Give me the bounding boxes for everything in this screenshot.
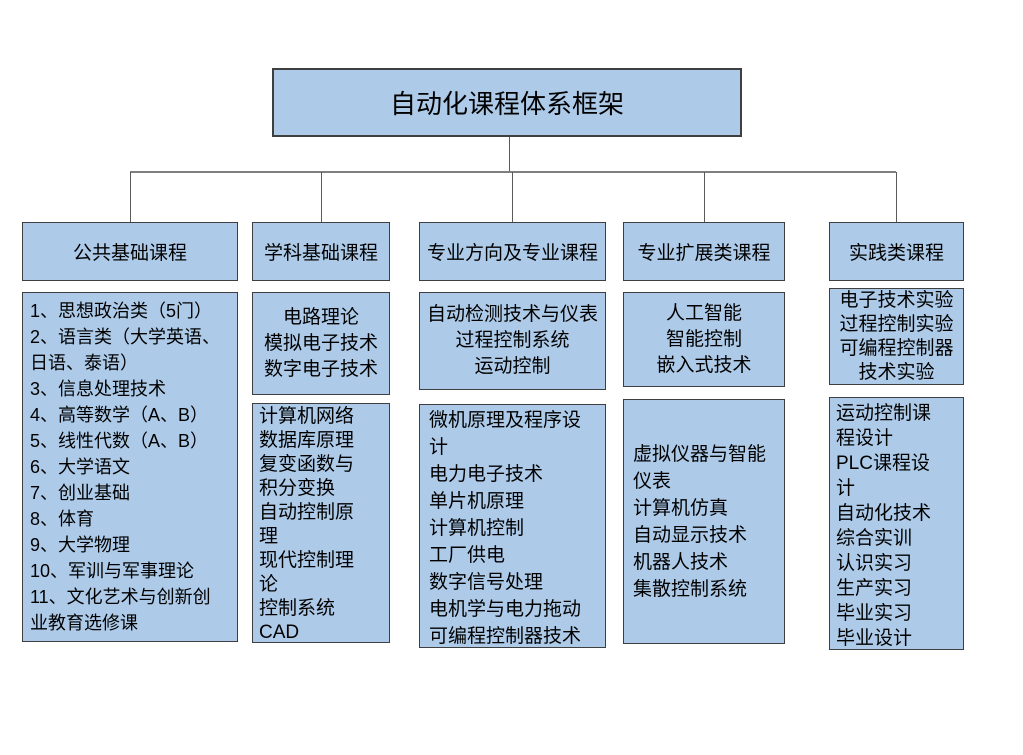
- category-label: 实践类课程: [848, 243, 944, 264]
- course-item: 数字电子技术: [263, 358, 378, 380]
- course-item: 复变函数与 积分变换: [259, 454, 355, 499]
- course-item: 集散控制系统: [633, 578, 748, 600]
- course-item: 计算机控制: [429, 518, 525, 539]
- category-box-public-basic: 公共基础课程: [22, 222, 238, 281]
- course-item: 7、创业基础: [30, 483, 131, 503]
- course-item: 电机学与电力拖动: [429, 599, 582, 620]
- course-item: 工厂供电: [429, 545, 506, 566]
- course-item: 自动检测技术与仪表: [426, 304, 598, 325]
- course-item: 毕业实习: [836, 603, 913, 624]
- course-item: 8、体育: [30, 509, 95, 529]
- course-item: 毕业设计: [836, 628, 913, 649]
- course-item: 模拟电子技术: [263, 332, 378, 354]
- course-item: 单片机原理: [429, 491, 525, 512]
- category-box-major-extension: 专业扩展类课程: [623, 222, 785, 281]
- course-item: 认识实习: [836, 553, 913, 574]
- course-item: 过程控制系统: [455, 330, 570, 351]
- course-item: 数字信号处理: [429, 572, 544, 593]
- course-list-discipline-extended: 计算机网络数据库原理复变函数与 积分变换自动控制原 理现代控制理 论控制系统 C…: [252, 403, 390, 643]
- connector-horizontal-bus: [130, 171, 896, 173]
- course-item: 2、语言类（大学英语、 日语、泰语）: [30, 327, 221, 373]
- course-item: 自动化技术 综合实训: [836, 503, 932, 549]
- course-item: 可编程控制器技术: [429, 626, 582, 647]
- course-list-major-courses: 微机原理及程序设 计电力电子技术单片机原理计算机控制工厂供电数字信号处理电机学与…: [419, 404, 606, 648]
- course-item: 5、线性代数（A、B）: [30, 431, 209, 451]
- course-item: 9、大学物理: [30, 535, 131, 555]
- category-box-major-direction: 专业方向及专业课程: [419, 222, 606, 281]
- connector-drop-column-4: [704, 172, 705, 222]
- connector-drop-column-2: [321, 172, 322, 222]
- connector-root-vertical: [509, 137, 510, 172]
- course-item: 机器人技术: [633, 551, 729, 573]
- connector-drop-column-5: [896, 172, 897, 222]
- category-label: 学科基础课程: [263, 243, 378, 264]
- course-item: 生产实习: [836, 578, 913, 599]
- course-item: 自动控制原 理: [259, 502, 355, 547]
- course-item: 运动控制: [474, 356, 551, 377]
- connector-drop-column-3: [512, 172, 513, 222]
- course-item: 智能控制: [665, 328, 742, 350]
- course-item: 现代控制理 论: [259, 550, 355, 595]
- connector-drop-column-1: [130, 172, 131, 222]
- course-list-public-basic: 1、思想政治类（5门） 2、语言类（大学英语、 日语、泰语） 3、信息处理技术 4、高…: [22, 292, 238, 642]
- course-item: 电力电子技术: [429, 464, 544, 485]
- course-list-extension-courses: 虚拟仪器与智能 仪表计算机仿真自动显示技术机器人技术集散控制系统: [623, 399, 785, 644]
- course-list-practice-labs: 电子技术实验过程控制实验可编程控制器 技术实验: [829, 288, 964, 385]
- course-item: 数据库原理: [259, 430, 355, 451]
- course-item: 嵌入式技术: [656, 354, 752, 376]
- course-list-extension-core: 人工智能智能控制嵌入式技术: [623, 292, 785, 387]
- course-item: 10、军训与军事理论: [30, 561, 195, 581]
- category-box-practice: 实践类课程: [829, 222, 964, 281]
- diagram-title: 自动化课程体系框架: [389, 89, 624, 119]
- course-item: 电子技术实验: [839, 289, 954, 311]
- course-list-discipline-core: 电路理论模拟电子技术数字电子技术: [252, 292, 390, 395]
- category-box-discipline-basic: 学科基础课程: [252, 222, 390, 281]
- course-item: 虚拟仪器与智能 仪表: [633, 443, 767, 492]
- category-label: 专业扩展类课程: [637, 243, 771, 264]
- course-list-major-core: 自动检测技术与仪表过程控制系统运动控制: [419, 292, 606, 390]
- root-title-box: 自动化课程体系框架: [272, 68, 742, 137]
- course-item: 自动显示技术: [633, 524, 748, 546]
- course-item: 过程控制实验: [839, 313, 954, 335]
- course-item: 3、信息处理技术: [30, 379, 167, 399]
- course-item: 6、大学语文: [30, 457, 131, 477]
- course-item: 计算机仿真: [633, 497, 729, 519]
- course-item: 可编程控制器 技术实验: [839, 337, 954, 383]
- course-item: 微机原理及程序设 计: [429, 410, 582, 458]
- course-item: 运动控制课 程设计: [836, 403, 932, 449]
- course-item: 人工智能: [665, 302, 742, 324]
- category-label: 专业方向及专业课程: [426, 243, 598, 264]
- course-item: 电路理论: [282, 306, 359, 328]
- course-item: 控制系统 CAD: [259, 598, 336, 643]
- category-label: 公共基础课程: [72, 243, 187, 264]
- course-item: 11、文化艺术与创新创 业教育选修课: [30, 587, 211, 633]
- course-item: 1、思想政治类（5门）: [30, 301, 213, 321]
- course-item: PLC课程设 计: [836, 453, 930, 499]
- course-item: 计算机网络: [259, 406, 355, 427]
- course-item: 4、高等数学（A、B）: [30, 405, 209, 425]
